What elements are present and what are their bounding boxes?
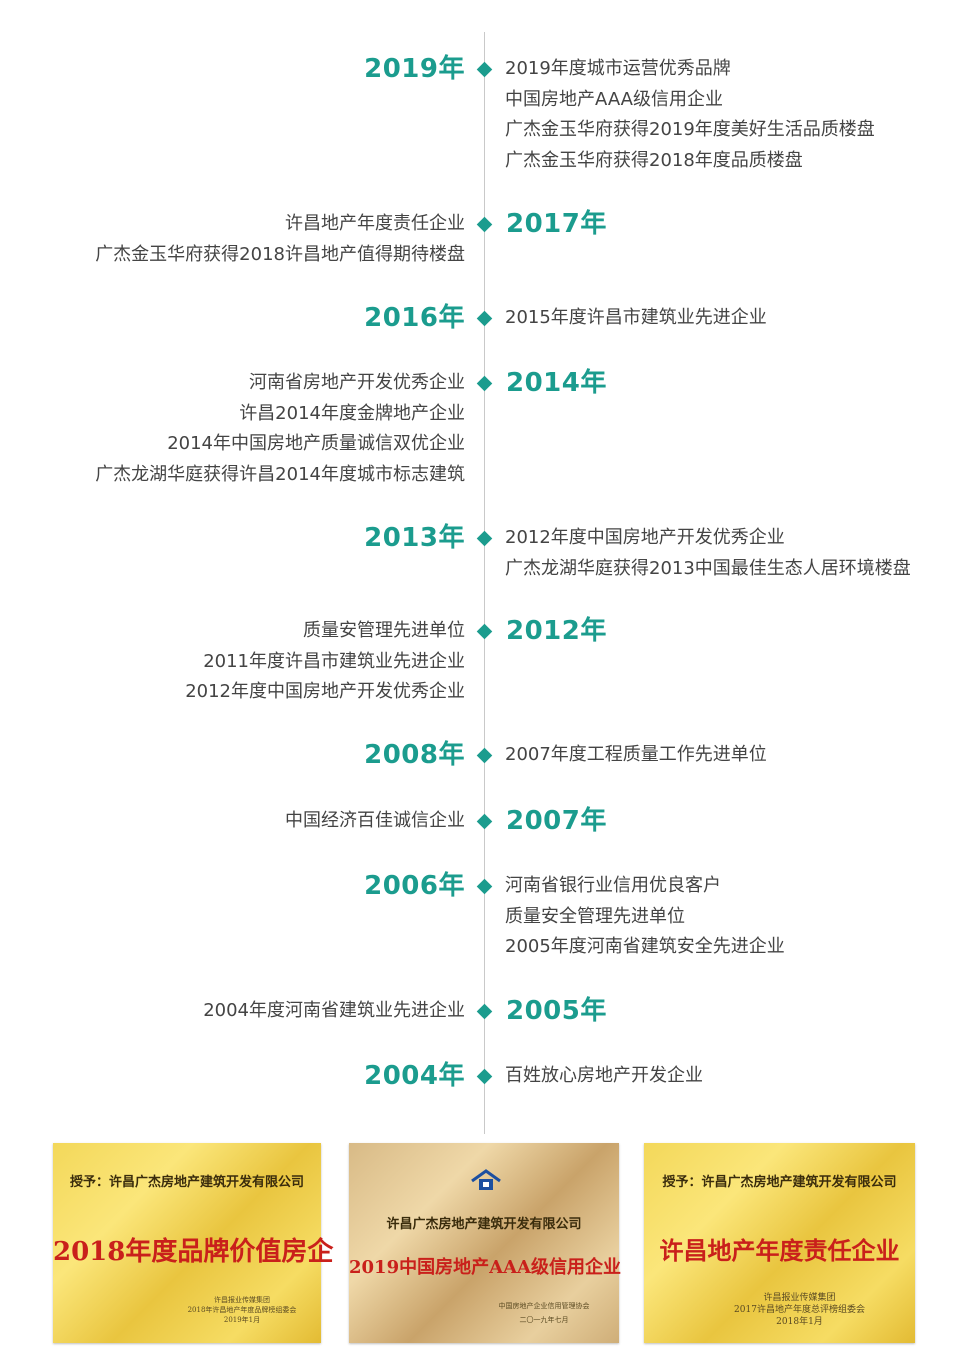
award-item: 2011年度许昌市建筑业先进企业 <box>203 650 465 672</box>
timeline-marker <box>476 747 493 764</box>
award-list: 2007年度工程质量工作先进单位 <box>505 740 767 771</box>
award-item: 2014年中国房地产质量诚信双优企业 <box>167 433 465 454</box>
award-item: 许昌地产年度责任企业 <box>285 213 465 234</box>
certificate-date: 2019年1月 <box>223 1316 261 1324</box>
award-list: 中国经济百佳诚信企业 <box>285 806 465 837</box>
award-item: 广杰金玉华府获得2019年度美好生活品质楼盘 <box>505 119 875 140</box>
certificate-date: 2018年1月 <box>776 1317 823 1327</box>
certificate-title: 2018年度品牌价值房企 <box>53 1237 334 1267</box>
year-label: 2013年 <box>364 523 465 553</box>
certificate-plaque: 许昌广杰房地产建筑开发有限公司 2019中国房地产AAA级信用企业 中国房地产企… <box>349 1143 621 1343</box>
certificate-recipient: 授予：许昌广杰房地产建筑开发有限公司 <box>662 1175 897 1190</box>
certificate-date: 二〇一九年七月 <box>519 1316 569 1324</box>
award-item: 2019年度城市运营优秀品牌 <box>505 58 731 79</box>
award-list: 质量安管理先进单位 2011年度许昌市建筑业先进企业 2012年度中国房地产开发… <box>185 616 465 708</box>
award-list: 许昌地产年度责任企业 广杰金玉华府获得2018许昌地产值得期待楼盘 <box>95 209 465 270</box>
year-label: 2006年 <box>364 871 465 901</box>
award-list: 百姓放心房地产开发企业 <box>505 1061 703 1092</box>
award-item: 2012年度中国房地产开发优秀企业 <box>185 681 465 702</box>
timeline-axis <box>484 32 485 1134</box>
award-item: 中国房地产AAA级信用企业 <box>505 88 723 110</box>
certificate-event: 2018年许昌地产年度品牌榜组委会 <box>187 1306 297 1314</box>
award-item: 2007年度工程质量工作先进单位 <box>505 744 767 765</box>
award-item: 质量安全管理先进单位 <box>505 905 685 927</box>
award-item: 百姓放心房地产开发企业 <box>505 1065 703 1086</box>
award-list: 2004年度河南省建筑业先进企业 <box>203 996 465 1027</box>
certificate-issuer: 许昌报业传媒集团 <box>763 1293 836 1303</box>
year-label: 2008年 <box>364 740 465 770</box>
timeline-marker <box>476 216 493 233</box>
year-label: 2005年 <box>506 996 607 1026</box>
timeline-marker <box>476 530 493 547</box>
certificate-plaque: 授予：许昌广杰房地产建筑开发有限公司 许昌地产年度责任企业 许昌报业传媒集团 2… <box>644 1143 915 1343</box>
year-label: 2014年 <box>506 368 607 398</box>
award-item: 2005年度河南省建筑安全先进企业 <box>505 936 785 957</box>
house-logo-icon <box>471 1169 501 1190</box>
year-label: 2007年 <box>506 806 607 836</box>
year-label: 2012年 <box>506 616 607 646</box>
award-item: 广杰龙湖华庭获得许昌2014年度城市标志建筑 <box>95 463 465 485</box>
award-item: 广杰金玉华府获得2018年度品质楼盘 <box>505 149 803 171</box>
timeline-marker <box>476 61 493 78</box>
year-label: 2017年 <box>506 209 607 239</box>
award-item: 质量安管理先进单位 <box>303 620 465 641</box>
certificate-title: 许昌地产年度责任企业 <box>659 1236 900 1265</box>
award-item: 2015年度许昌市建筑业先进企业 <box>505 307 767 328</box>
certificate-gallery: 授予：许昌广杰房地产建筑开发有限公司 2018年度品牌价值房企 许昌报业传媒集团… <box>0 1143 970 1343</box>
award-item: 许昌2014年度金牌地产企业 <box>239 402 465 424</box>
year-label: 2016年 <box>364 303 465 333</box>
award-item: 广杰金玉华府获得2018许昌地产值得期待楼盘 <box>95 243 465 265</box>
timeline-marker <box>476 1003 493 1020</box>
certificate-event: 2017许昌地产年度总评榜组委会 <box>734 1305 865 1315</box>
timeline-marker <box>476 813 493 830</box>
timeline-marker <box>476 1068 493 1085</box>
timeline-marker <box>476 878 493 895</box>
year-label: 2019年 <box>364 54 465 84</box>
award-item: 中国经济百佳诚信企业 <box>285 810 465 831</box>
award-list: 2015年度许昌市建筑业先进企业 <box>505 303 767 334</box>
timeline-marker <box>476 623 493 640</box>
award-list: 2019年度城市运营优秀品牌 中国房地产AAA级信用企业 广杰金玉华府获得201… <box>505 54 875 176</box>
award-item: 2012年度中国房地产开发优秀企业 <box>505 527 785 548</box>
award-list: 河南省银行业信用优良客户 质量安全管理先进单位 2005年度河南省建筑安全先进企… <box>505 871 785 963</box>
certificate-title: 2019中国房地产AAA级信用企业 <box>349 1257 621 1278</box>
certificate-issuer: 许昌报业传媒集团 <box>214 1296 270 1304</box>
award-item: 河南省银行业信用优良客户 <box>505 875 721 896</box>
award-list: 2012年度中国房地产开发优秀企业 广杰龙湖华庭获得2013中国最佳生态人居环境… <box>505 523 911 584</box>
award-item: 河南省房地产开发优秀企业 <box>249 372 465 393</box>
award-list: 河南省房地产开发优秀企业 许昌2014年度金牌地产企业 2014年中国房地产质量… <box>95 368 465 490</box>
award-item: 广杰龙湖华庭获得2013中国最佳生态人居环境楼盘 <box>505 557 911 579</box>
timeline-marker <box>476 375 493 392</box>
certificate-recipient: 许昌广杰房地产建筑开发有限公司 <box>386 1217 582 1232</box>
certificate-issuer: 中国房地产企业信用管理协会 <box>498 1302 590 1310</box>
timeline-marker <box>476 310 493 327</box>
certificate-recipient: 授予：许昌广杰房地产建筑开发有限公司 <box>69 1175 304 1190</box>
award-item: 2004年度河南省建筑业先进企业 <box>203 1000 465 1021</box>
certificate-plaque: 授予：许昌广杰房地产建筑开发有限公司 2018年度品牌价值房企 许昌报业传媒集团… <box>53 1143 334 1343</box>
year-label: 2004年 <box>364 1061 465 1091</box>
